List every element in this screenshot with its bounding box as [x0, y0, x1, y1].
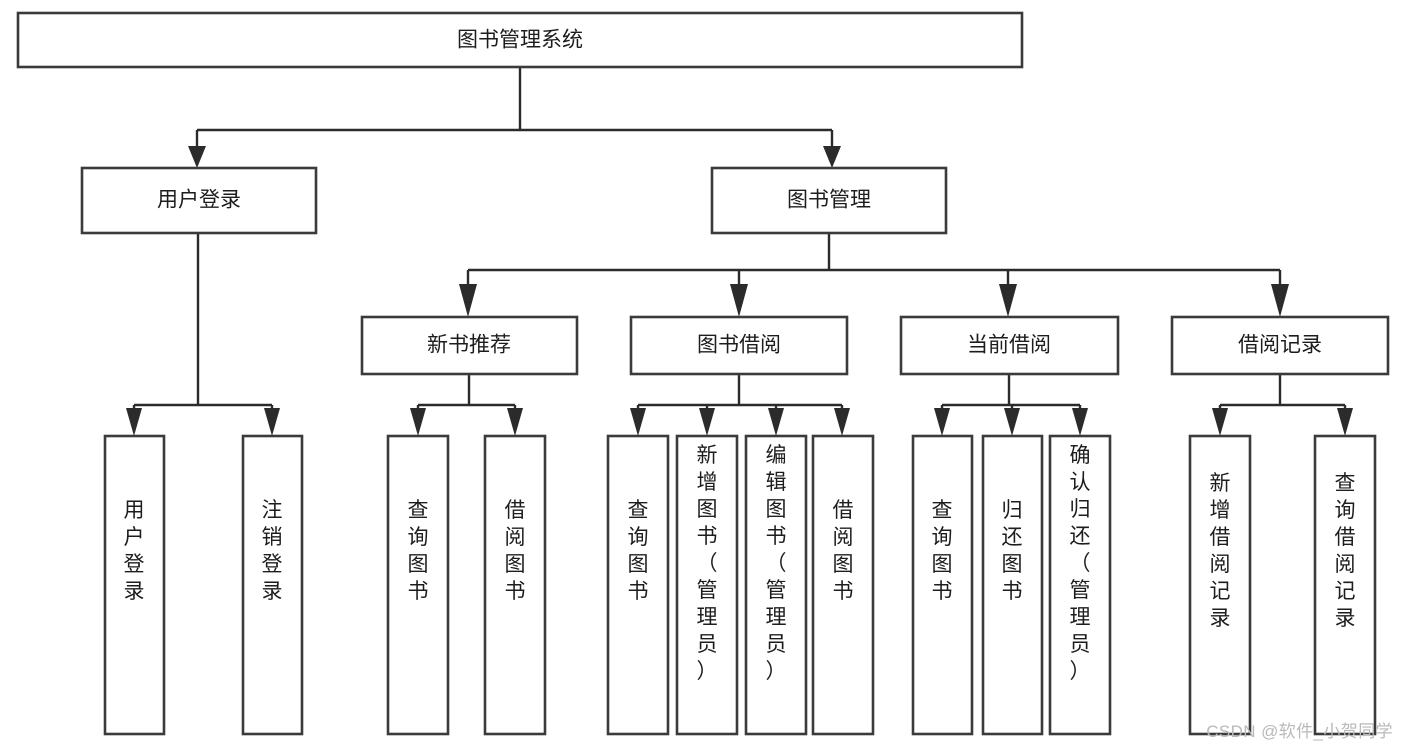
node-leaf-add-record[interactable]: 新增借阅记录 [1188, 434, 1252, 736]
node-leaf-user-login-label: 用户登录 [124, 499, 145, 603]
node-leaf-borrow-book-2-box[interactable] [811, 434, 875, 736]
node-book-manage-box[interactable] [710, 166, 948, 235]
node-leaf-query-book-3-box[interactable] [911, 434, 974, 736]
arrow-head-borrow-record [1271, 284, 1289, 317]
node-current-borrow[interactable]: 当前借阅 [899, 315, 1120, 376]
node-leaf-add-record-box[interactable] [1188, 434, 1252, 736]
arrow-head-leaf-query-record [1337, 408, 1353, 436]
arrow-head-leaf-user-login [126, 408, 142, 436]
node-leaf-confirm-return[interactable]: 确认归还（管理员） [1048, 434, 1112, 736]
arrow-head-leaf-query-book-1 [410, 408, 426, 436]
node-leaf-query-book-2-box[interactable] [606, 434, 670, 736]
node-borrow-record-label: 借阅记录 [1238, 334, 1322, 357]
node-leaf-logout-label: 注销登录 [262, 499, 283, 603]
node-leaf-return-book-label: 归还图书 [1002, 499, 1023, 603]
node-leaf-query-record-label: 查询借阅记录 [1335, 472, 1356, 630]
node-leaf-user-login-box[interactable] [103, 434, 166, 736]
node-leaf-user-login[interactable]: 用户登录 [103, 434, 166, 736]
node-leaf-logout[interactable]: 注销登录 [241, 434, 304, 736]
node-leaf-add-record-label: 新增借阅记录 [1210, 472, 1231, 630]
arrow-head-leaf-query-book-3 [934, 408, 950, 436]
node-leaf-query-book-1-label: 查询图书 [408, 499, 429, 603]
node-new-book-rec[interactable]: 新书推荐 [360, 315, 579, 376]
arrow-head-leaf-borrow-book-1 [507, 408, 523, 436]
node-leaf-query-book-3[interactable]: 查询图书 [911, 434, 974, 736]
node-leaf-query-book-3-label: 查询图书 [932, 499, 953, 603]
arrow-head-leaf-add-book [699, 408, 715, 436]
node-leaf-borrow-book-1-box[interactable] [483, 434, 547, 736]
node-leaf-borrow-book-2-label: 借阅图书 [833, 499, 854, 603]
node-leaf-confirm-return-box[interactable] [1048, 434, 1112, 736]
node-user-login-box[interactable] [80, 166, 318, 235]
node-leaf-return-book[interactable]: 归还图书 [981, 434, 1044, 736]
node-leaf-query-record[interactable]: 查询借阅记录 [1313, 434, 1377, 736]
node-new-book-rec-box[interactable] [360, 315, 579, 376]
arrow-head-leaf-logout [264, 408, 280, 436]
arrow-head-book-manage [823, 146, 841, 168]
node-leaf-query-book-2[interactable]: 查询图书 [606, 434, 670, 736]
node-current-borrow-box[interactable] [899, 315, 1120, 376]
node-leaf-query-book-1[interactable]: 查询图书 [386, 434, 450, 736]
node-leaf-query-book-2-label: 查询图书 [628, 499, 649, 603]
node-leaf-edit-book[interactable]: 编辑图书（管理员） [744, 434, 808, 736]
node-leaf-return-book-box[interactable] [981, 434, 1044, 736]
node-leaf-confirm-return-label: 确认归还（管理员） [1070, 444, 1091, 683]
node-current-borrow-label: 当前借阅 [967, 334, 1051, 357]
arrow-head-user-login [188, 146, 206, 168]
node-leaf-query-record-box[interactable] [1313, 434, 1377, 736]
node-root-label: 图书管理系统 [457, 29, 583, 52]
node-leaf-logout-box[interactable] [241, 434, 304, 736]
node-leaf-add-book[interactable]: 新增图书（管理员） [675, 434, 739, 736]
node-book-borrow-label: 图书借阅 [697, 334, 781, 357]
arrow-head-leaf-borrow-book-2 [834, 408, 850, 436]
node-user-login-label: 用户登录 [157, 189, 241, 212]
node-leaf-borrow-book-1-label: 借阅图书 [505, 499, 526, 603]
node-book-manage[interactable]: 图书管理 [710, 166, 948, 235]
node-user-login[interactable]: 用户登录 [80, 166, 318, 235]
node-leaf-add-book-label: 新增图书（管理员） [697, 444, 718, 683]
node-leaf-add-book-box[interactable] [675, 434, 739, 736]
node-root[interactable]: 图书管理系统 [16, 11, 1024, 69]
node-leaf-edit-book-label: 编辑图书（管理员） [766, 444, 787, 683]
arrow-head-new-book-rec [459, 284, 477, 317]
node-leaf-edit-book-box[interactable] [744, 434, 808, 736]
arrow-head-book-borrow [730, 284, 748, 317]
arrow-head-leaf-return-book [1004, 408, 1020, 436]
arrow-head-current-borrow [999, 284, 1017, 317]
arrow-head-leaf-query-book-2 [630, 408, 646, 436]
node-book-borrow-box[interactable] [629, 315, 849, 376]
node-leaf-borrow-book-1[interactable]: 借阅图书 [483, 434, 547, 736]
node-book-borrow[interactable]: 图书借阅 [629, 315, 849, 376]
arrow-head-leaf-confirm-return [1072, 408, 1088, 436]
node-book-manage-label: 图书管理 [787, 189, 871, 212]
node-new-book-rec-label: 新书推荐 [427, 334, 511, 357]
node-leaf-borrow-book-2[interactable]: 借阅图书 [811, 434, 875, 736]
connector-layer [126, 67, 1353, 436]
node-borrow-record-box[interactable] [1170, 315, 1390, 376]
node-root-box[interactable] [16, 11, 1024, 69]
node-borrow-record[interactable]: 借阅记录 [1170, 315, 1390, 376]
arrow-head-leaf-edit-book [768, 408, 784, 436]
arrow-head-leaf-add-record [1212, 408, 1228, 436]
node-leaf-query-book-1-box[interactable] [386, 434, 450, 736]
